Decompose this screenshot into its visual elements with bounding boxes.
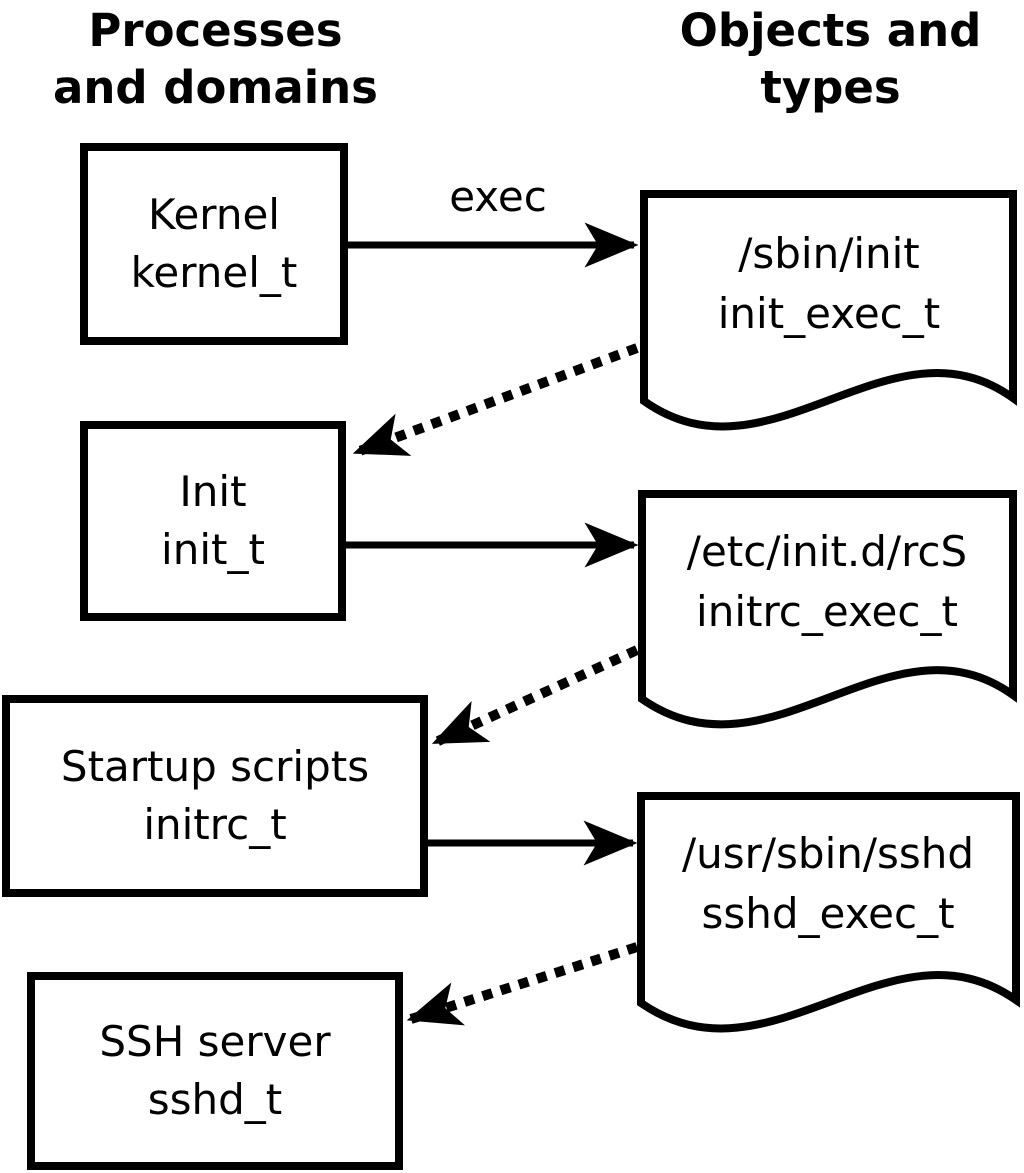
domain-label: initrc_t	[143, 800, 287, 849]
process-box-ssh-server: SSH server sshd_t	[27, 972, 403, 1170]
document-shape-sbin-init	[640, 190, 1017, 431]
object-document-usr-sbin-sshd: /usr/sbin/sshd sshd_exec_t	[645, 796, 1011, 971]
object-path: /sbin/init	[738, 229, 920, 278]
object-type: init_exec_t	[717, 289, 941, 338]
process-box-init: Init init_t	[80, 421, 346, 621]
transition-arrow-rcs-to-initrc-t	[431, 645, 640, 747]
object-path: /etc/init.d/rcS	[686, 526, 968, 576]
object-type: initrc_exec_t	[696, 586, 958, 636]
column-header-processes: Processes and domains	[18, 2, 413, 116]
document-shape-usr-sbin-sshd	[637, 792, 1020, 1033]
process-box-startup-scripts: Startup scripts initrc_t	[2, 695, 428, 897]
process-name: Init	[179, 467, 247, 516]
process-name: Kernel	[148, 190, 280, 239]
header-line: types	[760, 61, 901, 114]
header-line: Processes	[88, 4, 343, 57]
domain-label: init_t	[161, 525, 265, 574]
process-box-kernel: Kernel kernel_t	[80, 143, 348, 345]
header-line: and domains	[53, 61, 378, 114]
header-line: Objects and	[679, 4, 982, 57]
transition-arrow-sshd-to-sshd-t	[406, 942, 639, 1026]
object-type: sshd_exec_t	[701, 888, 955, 938]
process-name: Startup scripts	[60, 742, 370, 791]
column-header-objects: Objects and types	[633, 2, 1024, 116]
domain-label: kernel_t	[130, 248, 298, 297]
process-name: SSH server	[99, 1017, 331, 1066]
domain-label: sshd_t	[147, 1075, 283, 1124]
transition-arrow-sbin-init-to-init-t	[352, 343, 639, 457]
object-document-sbin-init: /sbin/init init_exec_t	[648, 194, 1010, 374]
exec-arrow-label: exec	[449, 172, 547, 221]
object-document-etc-initd-rcs: /etc/init.d/rcS initrc_exec_t	[646, 494, 1008, 669]
object-path: /usr/sbin/sshd	[681, 828, 975, 878]
document-shape-etc-initd-rcs	[638, 490, 1017, 729]
